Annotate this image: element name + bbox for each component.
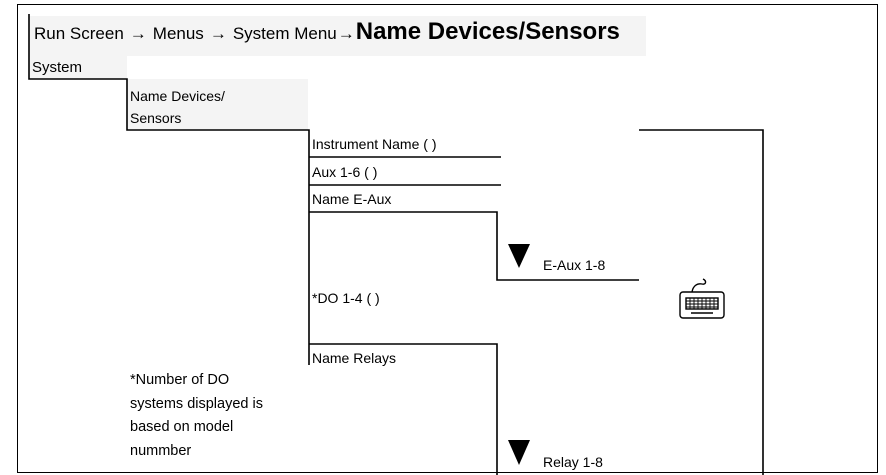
node-do-1-4: *DO 1-4 ( ) [312, 290, 380, 306]
footnote-line: systems displayed is [130, 395, 263, 412]
node-system: System [32, 59, 83, 76]
name-devices-node-background [127, 79, 308, 130]
breadcrumb: Run Screen → Menus → System Menu → Name … [34, 18, 620, 52]
crumb-menus: Menus [152, 24, 204, 43]
node-name-devices-line2: Sensors [130, 110, 182, 126]
crumb-separator: → [209, 24, 227, 43]
crumb-separator: → [129, 24, 147, 43]
node-e-aux-1-8: E-Aux 1-8 [543, 257, 606, 273]
system-node-background [29, 55, 127, 79]
footnote-line: *Number of DO [130, 372, 230, 388]
node-name-e-aux: Name E-Aux [312, 191, 392, 207]
footnote: *Number of DO systems displayed is based… [130, 369, 310, 463]
footnote-line: nummber [130, 442, 192, 459]
triangle-down-icon [508, 244, 530, 268]
keyboard-icon [679, 278, 725, 319]
node-aux-1-6: Aux 1-6 ( ) [312, 164, 378, 180]
diagram-frame [17, 4, 878, 473]
node-relay-1-8: Relay 1-8 [543, 454, 603, 470]
triangle-down-icon [508, 440, 530, 465]
breadcrumb-banner [29, 16, 646, 56]
crumb-system-menu: System Menu [232, 24, 337, 43]
crumb-separator: → [337, 24, 355, 43]
node-name-devices-line1: Name Devices/ [130, 88, 225, 104]
footnote-line: based on model [130, 419, 234, 435]
crumb-current-page: Name Devices/Sensors [355, 18, 620, 45]
node-instrument-name: Instrument Name ( ) [312, 136, 437, 152]
crumb-run-screen: Run Screen [34, 24, 124, 43]
node-name-relays: Name Relays [312, 350, 397, 366]
